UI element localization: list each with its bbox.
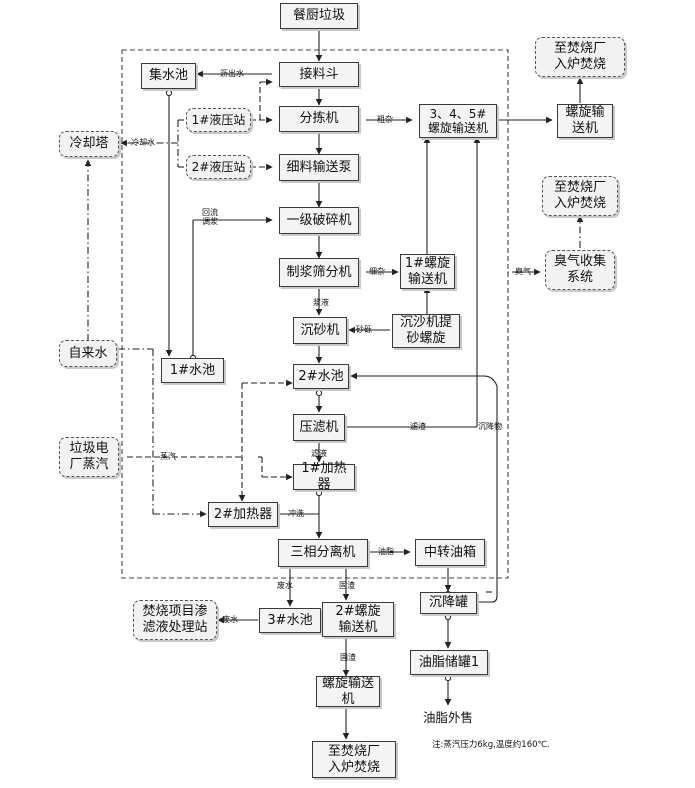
screw-conveyor-1-label: 1#螺旋 输送机 (404, 255, 451, 287)
heater-1-node: 1#加热器 (293, 461, 355, 492)
sediment-label: 沉降物 (478, 422, 502, 431)
heater-1-label: 1#加热器 (301, 461, 347, 492)
screw-conveyor-bottom-label: 螺旋输送 机 (321, 675, 374, 707)
filtrate-label: 滤液 (311, 449, 327, 458)
transfer-oil-tank-label: 中转油箱 (423, 544, 476, 560)
odor-collection-node: 臭气收集 系统 (545, 250, 615, 290)
flush-label: 冲洗 (288, 509, 304, 518)
collection-pool-node: 集水池 (141, 63, 196, 89)
filter-press-label: 压滤机 (299, 419, 339, 435)
pool-3-node: 3#水池 (259, 608, 321, 633)
fine-impurity-label: 细杂 (369, 267, 385, 276)
steam-label: 蒸汽 (160, 452, 176, 461)
collection-pool-label: 集水池 (148, 68, 188, 83)
waste-water-label: 废水 (277, 581, 293, 590)
incineration-bottom-node: 至焚烧厂 入炉焚烧 (312, 741, 396, 778)
incineration-top-node: 至焚烧厂 入炉焚烧 (535, 37, 625, 77)
plant-steam-label: 垃圾电 厂蒸汽 (69, 441, 109, 472)
food-waste-label: 餐厨垃圾 (292, 8, 345, 23)
pool-2-label: 2#水池 (298, 368, 344, 384)
three-phase-separator-node: 三相分离机 (278, 539, 368, 567)
pool-1-node: 1#水池 (161, 358, 224, 383)
pool-1-label: 1#水池 (169, 362, 216, 378)
hydraulic-station-1-node: 1#液压站 (186, 108, 251, 132)
tap-water-label: 自来水 (68, 345, 108, 361)
steam-pressure-note: 注:蒸汽压力6kg,温度约160℃. (432, 740, 550, 750)
receiving-hopper-label: 接料斗 (299, 66, 339, 82)
pulping-screen-node: 制浆筛分机 (279, 258, 359, 287)
solid-residue-label: 固渣 (339, 581, 355, 590)
tap-water-node: 自来水 (59, 340, 117, 367)
incineration-mid-node: 至焚烧厂 入炉焚烧 (542, 176, 618, 216)
drain-water-label: 沥出水 (220, 69, 244, 78)
leachate-station-label: 焚烧项目渗 滤液处理站 (142, 604, 208, 635)
grease-label: 油脂 (378, 547, 394, 556)
primary-crusher-node: 一级破碎机 (279, 207, 359, 234)
sorting-machine-label: 分拣机 (299, 111, 339, 126)
hydraulic-station-1-label: 1#液压站 (191, 113, 246, 127)
incineration-mid-label: 至焚烧厂 入炉焚烧 (553, 180, 606, 211)
cooling-tower-node: 冷却塔 (59, 131, 119, 157)
transfer-oil-tank-node: 中转油箱 (415, 539, 485, 566)
screw-conveyor-345-label: 3、4、5# 螺旋输送机 (427, 107, 488, 135)
grit-screw-node: 沉沙机提 砂螺旋 (392, 314, 460, 348)
oil-sale-text: 油脂外售 (423, 710, 474, 725)
three-phase-separator-label: 三相分离机 (290, 545, 356, 560)
pulping-screen-label: 制浆筛分机 (286, 264, 352, 280)
plant-steam-node: 垃圾电 厂蒸汽 (59, 437, 119, 477)
settling-tank-label: 沉降罐 (428, 595, 468, 610)
screw-conveyor-1-node: 1#螺旋 输送机 (400, 254, 455, 289)
plant-boundary (121, 49, 509, 579)
grit-label: 砂砾 (356, 325, 372, 334)
primary-crusher-label: 一级破碎机 (286, 212, 352, 228)
cooling-water-label: 冷却水 (131, 138, 155, 147)
grit-chamber-node: 沉砂机 (293, 317, 347, 344)
slurry-label: 浆液 (313, 298, 329, 307)
pool-3-label: 3#水池 (267, 612, 313, 628)
reflux-label: 回流 调浆 (202, 208, 218, 226)
screw-conveyor-2-label: 2#螺旋 输送机 (335, 603, 381, 635)
solid-residue-2-label: 固渣 (340, 653, 356, 662)
filter-press-node: 压滤机 (293, 414, 345, 441)
oil-storage-tank-label: 油脂储罐1 (418, 654, 480, 670)
pool-2-node: 2#水池 (293, 364, 349, 389)
screw-conveyor-top-label: 螺旋输 送机 (565, 105, 605, 136)
incineration-top-label: 至焚烧厂 入炉焚烧 (553, 41, 606, 72)
grit-screw-label: 沉沙机提 砂螺旋 (399, 315, 452, 346)
filter-residue-label: 滤渣 (410, 422, 426, 431)
sorting-machine-node: 分拣机 (279, 106, 359, 132)
odor-collection-label: 臭气收集 系统 (553, 254, 606, 285)
settling-tank-node: 沉降罐 (420, 592, 477, 614)
hydraulic-station-2-node: 2#液压站 (186, 155, 251, 179)
food-waste-node: 餐厨垃圾 (280, 3, 358, 29)
screw-conveyor-2-node: 2#螺旋 输送机 (322, 602, 394, 637)
screw-conveyor-bottom-node: 螺旋输送 机 (316, 676, 380, 707)
fine-material-pump-label: 细料输送泵 (286, 159, 352, 175)
receiving-hopper-node: 接料斗 (279, 62, 359, 87)
leachate-flow-label: 废水 (222, 615, 238, 624)
screw-conveyor-top-node: 螺旋输 送机 (557, 104, 613, 138)
incineration-bottom-label: 至焚烧厂 入炉焚烧 (327, 743, 380, 775)
cooling-tower-label: 冷却塔 (69, 136, 109, 151)
odor-label: 臭气 (515, 267, 531, 276)
grit-chamber-label: 沉砂机 (300, 322, 340, 338)
fine-material-pump-node: 细料输送泵 (279, 154, 359, 181)
oil-storage-tank-node: 油脂储罐1 (410, 650, 488, 675)
heater-2-node: 2#加热器 (208, 502, 278, 527)
heater-2-label: 2#加热器 (213, 506, 273, 522)
screw-conveyor-345-node: 3、4、5# 螺旋输送机 (419, 104, 497, 138)
coarse-impurity-label: 粗杂 (377, 115, 393, 124)
hydraulic-station-2-label: 2#液压站 (191, 160, 246, 174)
leachate-station-node: 焚烧项目渗 滤液处理站 (133, 600, 217, 640)
